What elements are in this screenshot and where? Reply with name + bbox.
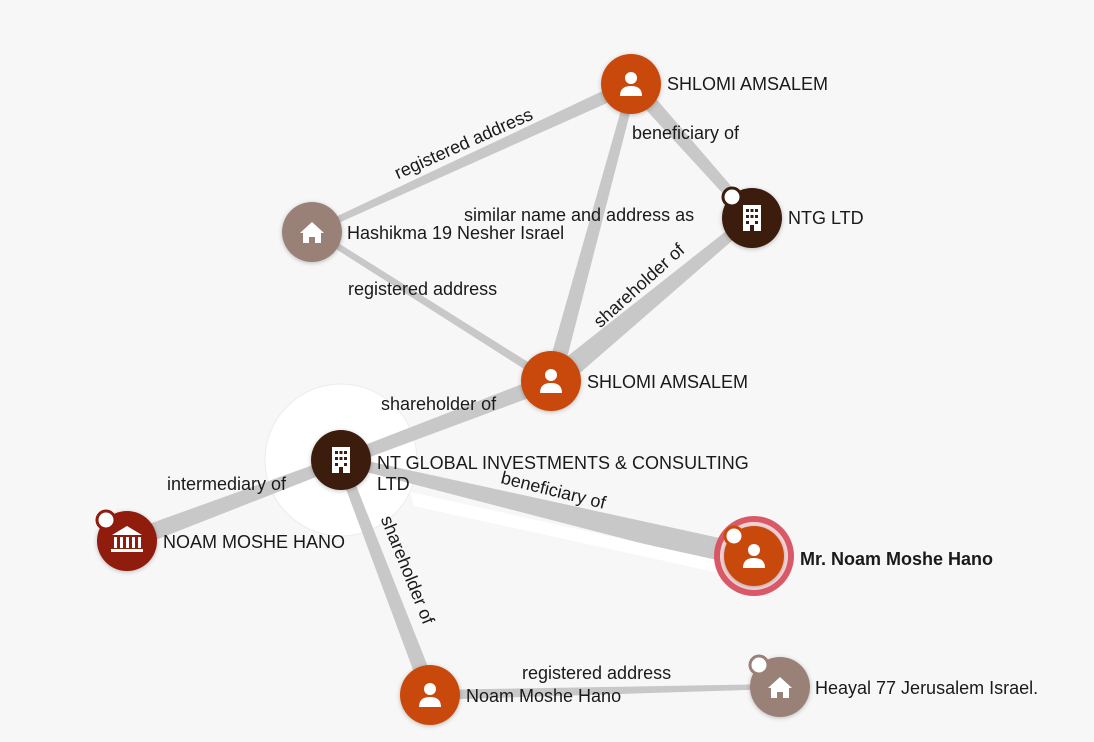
edge-hashikma-shlomi-mid[interactable]: [311, 226, 554, 388]
edge-shlomi-mid-nt-global[interactable]: [339, 374, 556, 467]
badge-indicator[interactable]: [748, 654, 770, 676]
edge-label-shlomi-top-ntg: beneficiary of: [632, 123, 740, 143]
building-icon: [743, 205, 761, 231]
node-label: NOAM MOSHE HANO: [163, 532, 345, 552]
badge-indicator[interactable]: [723, 525, 745, 547]
building-icon: [332, 447, 350, 473]
edge-label-noam-bottom-heayal: registered address: [522, 663, 671, 683]
edge-shlomi-top-shlomi-mid[interactable]: [544, 82, 637, 385]
edge-nt-global-noam-bottom[interactable]: [336, 460, 438, 694]
person-icon: [743, 544, 765, 568]
edges: [124, 79, 780, 700]
edge-nt-global-mr-noam[interactable]: [340, 455, 756, 572]
house-icon: [768, 677, 792, 698]
edge-shlomi-mid-ntg[interactable]: [545, 213, 756, 392]
node-mr-noam-moshe-hano[interactable]: Mr. Noam Moshe Hano: [714, 516, 993, 596]
node-noam-moshe-hano-bank[interactable]: NOAM MOSHE HANO: [95, 509, 345, 571]
edge-label-shlomi-mid-nt-global: shareholder of: [381, 394, 497, 414]
person-icon: [620, 72, 642, 96]
person-icon: [419, 683, 441, 707]
edge-label-nt-global-noam-bank: intermediary of: [167, 474, 287, 494]
badge-indicator[interactable]: [721, 186, 743, 208]
node-label-line2: LTD: [377, 474, 410, 494]
node-label-line1: NT GLOBAL INVESTMENTS & CONSULTING: [377, 453, 749, 473]
edge-labels: registered address beneficiary of simila…: [167, 104, 740, 683]
edge-nt-global-noam-bank[interactable]: [124, 456, 344, 550]
node-hashikma-address[interactable]: Hashikma 19 Nesher Israel: [282, 202, 564, 262]
badge-indicator[interactable]: [95, 509, 117, 531]
node-label: SHLOMI AMSALEM: [587, 372, 748, 392]
edge-shlomi-top-ntg[interactable]: [626, 80, 756, 221]
edge-shlomi-top-hashikma[interactable]: [312, 79, 634, 233]
node-ntg-ltd[interactable]: NTG LTD: [721, 186, 864, 248]
node-noam-moshe-hano-person[interactable]: Noam Moshe Hano: [400, 665, 621, 725]
node-label: Mr. Noam Moshe Hano: [800, 549, 993, 569]
node-shlomi-amsalem-mid[interactable]: SHLOMI AMSALEM: [521, 351, 748, 411]
bank-icon: [111, 526, 143, 552]
node-label: NTG LTD: [788, 208, 864, 228]
node-label: Hashikma 19 Nesher Israel: [347, 223, 564, 243]
node-label: Noam Moshe Hano: [466, 686, 621, 706]
node-label: SHLOMI AMSALEM: [667, 74, 828, 94]
node-nt-global[interactable]: NT GLOBAL INVESTMENTS & CONSULTING LTD: [311, 430, 749, 494]
edge-label-hashikma-shlomi-mid: registered address: [348, 279, 497, 299]
edge-noam-bottom-heayal[interactable]: [430, 684, 780, 700]
person-icon: [540, 369, 562, 393]
edge-label-shlomi-top-shlomi-mid: similar name and address as: [464, 205, 694, 225]
node-label: Heayal 77 Jerusalem Israel.: [815, 678, 1038, 698]
node-shlomi-amsalem-top[interactable]: SHLOMI AMSALEM: [601, 54, 828, 114]
edge-highlight-strip: [410, 492, 744, 578]
house-icon: [300, 222, 324, 243]
node-heayal-address[interactable]: Heayal 77 Jerusalem Israel.: [748, 654, 1038, 717]
